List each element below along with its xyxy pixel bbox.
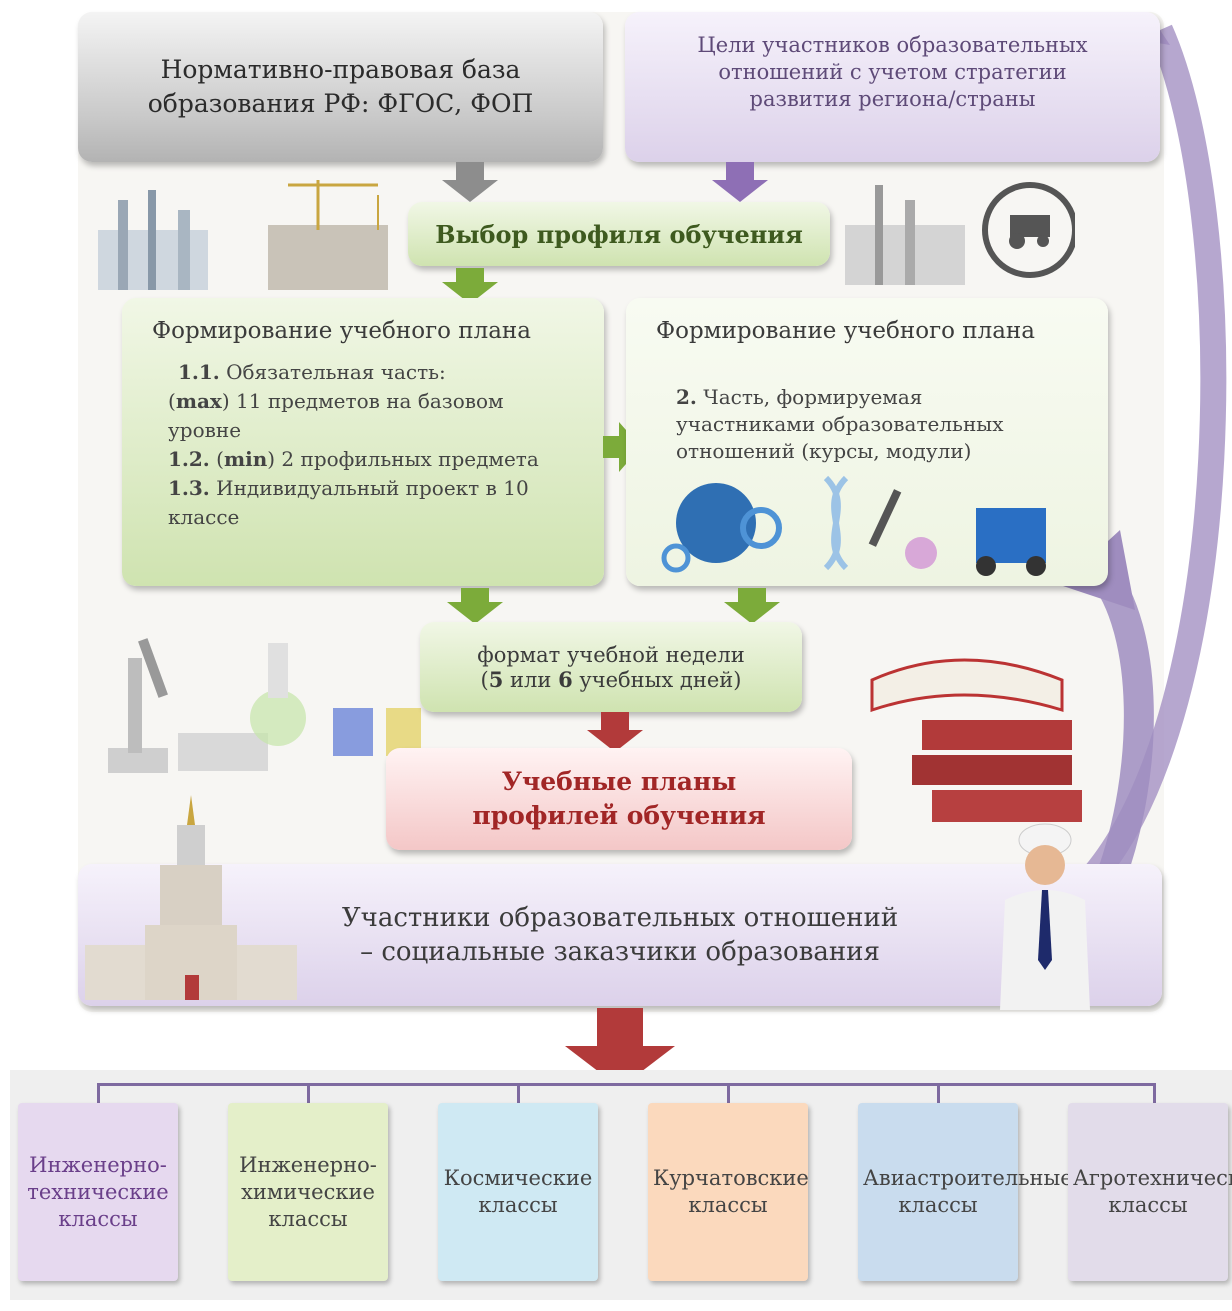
engineer-illustration (1000, 823, 1090, 1010)
grey-arrow (442, 162, 498, 202)
item-1-1b: (max) 11 предметов на базовом уровне (168, 389, 504, 442)
connector-1 (97, 1083, 100, 1103)
connector-2 (307, 1083, 310, 1103)
industry-illustration (98, 180, 388, 290)
study-plans-line2: профилей обучения (472, 801, 766, 830)
participants-line1: Участники образовательных отношений (341, 903, 899, 933)
class-label: Инженерно-химические классы (239, 1152, 377, 1231)
class-label: Авиастроительные классы (863, 1166, 1073, 1217)
connector-4 (727, 1083, 730, 1103)
curriculum-mandatory-box: Формирование учебного плана 1.1. Обязате… (122, 298, 604, 586)
optional-item: 2. Часть, формируемая участниками образо… (676, 384, 1066, 465)
item-1-1-num: 1.1. (178, 360, 220, 384)
profile-choice-box: Выбор профиля обучения (408, 202, 830, 266)
study-plans-box: Учебные планы профилей обучения (386, 748, 852, 850)
participants-box: Участники образовательных отношений – со… (78, 864, 1162, 1006)
goals-line3: развития региона/страны (749, 87, 1036, 111)
item-1-2-text: ) 2 профильных предмета (267, 447, 539, 471)
item-1-3-text: Индивидуальный проект в 10 классе (168, 476, 529, 529)
university-building-illustration (85, 795, 297, 1000)
science-tech-icons (661, 475, 1046, 576)
curriculum-items: 1.1. Обязательная часть: (max) 11 предме… (168, 358, 570, 532)
class-label: Инженерно-технические классы (27, 1152, 169, 1231)
min-label: min (223, 447, 268, 471)
class-box-engineering-technical: Инженерно-технические классы (18, 1103, 178, 1281)
books-illustration (870, 658, 1082, 822)
connector-line (97, 1083, 1155, 1086)
item-1-1: 1.1. Обязательная часть: (178, 358, 570, 387)
legal-base-box: Нормативно-правовая база образования РФ:… (78, 12, 603, 162)
connector-5 (937, 1083, 940, 1103)
item-1-2: 1.2. (min) 2 профильных предмета (168, 447, 539, 471)
curriculum-title-left: Формирование учебного плана (152, 318, 531, 344)
connector-3 (517, 1083, 520, 1103)
green-arrow-3 (724, 588, 780, 624)
days-label: учебных дней) (572, 667, 742, 692)
green-arrow-2 (447, 588, 503, 624)
class-label: Агротехнические классы (1073, 1166, 1232, 1217)
curriculum-optional-box: Формирование учебного плана 2. Часть, фо… (626, 298, 1108, 586)
item-2-text: Часть, формируемая участниками образоват… (676, 385, 1004, 463)
red-arrow-2 (565, 1008, 675, 1088)
class-box-aircraft: Авиастроительные классы (858, 1103, 1073, 1281)
legal-base-line1: Нормативно-правовая база (160, 55, 521, 84)
goals-box: Цели участников образовательных отношени… (625, 12, 1160, 162)
study-plans-line1: Учебные планы (501, 767, 737, 796)
class-box-engineering-chemical: Инженерно-химические классы (228, 1103, 388, 1281)
participants-line2: – социальные заказчики образования (360, 937, 880, 967)
class-label: Курчатовские классы (653, 1166, 809, 1217)
five-days: 5 (488, 666, 504, 692)
item-1-1-text: Обязательная часть: (219, 360, 446, 384)
goals-line1: Цели участников образовательных (697, 33, 1088, 57)
week-format-box: формат учебной недели (5 или 6 учебных д… (420, 622, 802, 712)
legal-base-line2: образования РФ: ФГОС, ФОП (147, 89, 534, 118)
item-1-2-num: 1.2. (168, 447, 210, 471)
factory-and-agro-illustration (845, 182, 1075, 285)
item-2-num: 2. (676, 385, 697, 409)
item-1-3-num: 1.3. (168, 476, 210, 500)
curriculum-title-right: Формирование учебного плана (656, 318, 1035, 344)
profile-choice-label: Выбор профиля обучения (435, 219, 803, 249)
item-1-1b-text: ) 11 предметов на базовом уровне (168, 389, 504, 442)
class-box-kurchatov: Курчатовские классы (648, 1103, 809, 1281)
classes-band (10, 1070, 1232, 1300)
week-format-line1: формат учебной недели (477, 642, 745, 667)
class-box-agrotech: Агротехнические классы (1068, 1103, 1232, 1281)
green-arrow-1 (442, 268, 498, 304)
goals-line2: отношений с учетом стратегии (718, 60, 1067, 84)
purple-arrow (712, 162, 768, 202)
six-days: 6 (558, 666, 573, 692)
week-format-line2: (5 или 6 учебных дней) (480, 666, 742, 692)
max-label: max (175, 389, 222, 413)
laboratory-illustration (108, 638, 421, 773)
red-arrow-1 (587, 712, 643, 752)
item-1-3: 1.3. Индивидуальный проект в 10 классе (168, 474, 570, 532)
class-box-space: Космические классы (438, 1103, 598, 1281)
or-label: или (503, 667, 559, 692)
class-label: Космические классы (443, 1166, 593, 1217)
connector-6 (1153, 1083, 1156, 1103)
